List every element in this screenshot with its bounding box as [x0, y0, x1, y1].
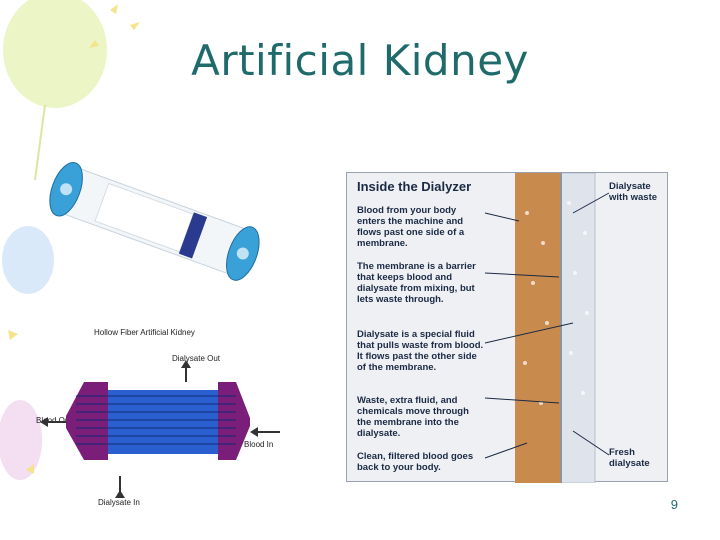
- fiber-diagram-title: Hollow Fiber Artificial Kidney: [94, 328, 195, 337]
- fresh-dialysate-label: Fresh dialysate: [609, 447, 650, 469]
- balloon-shape: [2, 226, 54, 294]
- fiber-bundle: [108, 390, 218, 454]
- blood-out-label: Blood Out: [36, 416, 72, 425]
- callout-blood-enters: Blood from your body enters the machine …: [357, 205, 465, 249]
- blood-column: [515, 173, 561, 483]
- balloon-shape: [3, 0, 107, 108]
- dialysate-out-label: Dialysate Out: [172, 354, 221, 363]
- slide-title: Artificial Kidney: [191, 36, 529, 85]
- callout-membrane: The membrane is a barrier that keeps blo…: [357, 261, 476, 305]
- balloon-string: [34, 104, 46, 181]
- panel-title: Inside the Dialyzer: [357, 179, 472, 194]
- fiber-bundle-graphic: [40, 360, 280, 498]
- hollow-fiber-diagram: Hollow Fiber Artificial Kidney Dialysate…: [36, 326, 286, 516]
- dialysate-in-label: Dialysate In: [98, 498, 140, 507]
- page-number: 9: [670, 497, 678, 512]
- callout-dialysate: Dialysate is a special fluid that pulls …: [357, 329, 484, 373]
- dialyzer-cartridge-image: [49, 161, 260, 281]
- callout-waste: Waste, extra fluid, and chemicals move t…: [357, 395, 469, 439]
- balloon-shape: [0, 400, 42, 480]
- blood-outlet-cap: [66, 382, 108, 460]
- inside-dialyzer-panel: Inside the Dialyzer Blood from your body…: [346, 172, 668, 483]
- confetti-shape: [89, 4, 140, 48]
- dialysate-with-waste-label: Dialysate with waste: [609, 181, 658, 203]
- callout-clean-blood: Clean, filtered blood goes back to your …: [357, 451, 474, 473]
- dialysate-column: [560, 173, 596, 483]
- blood-in-label: Blood In: [244, 440, 274, 449]
- blood-inlet-cap: [218, 382, 250, 460]
- dialyzer-cross-section: [484, 173, 610, 483]
